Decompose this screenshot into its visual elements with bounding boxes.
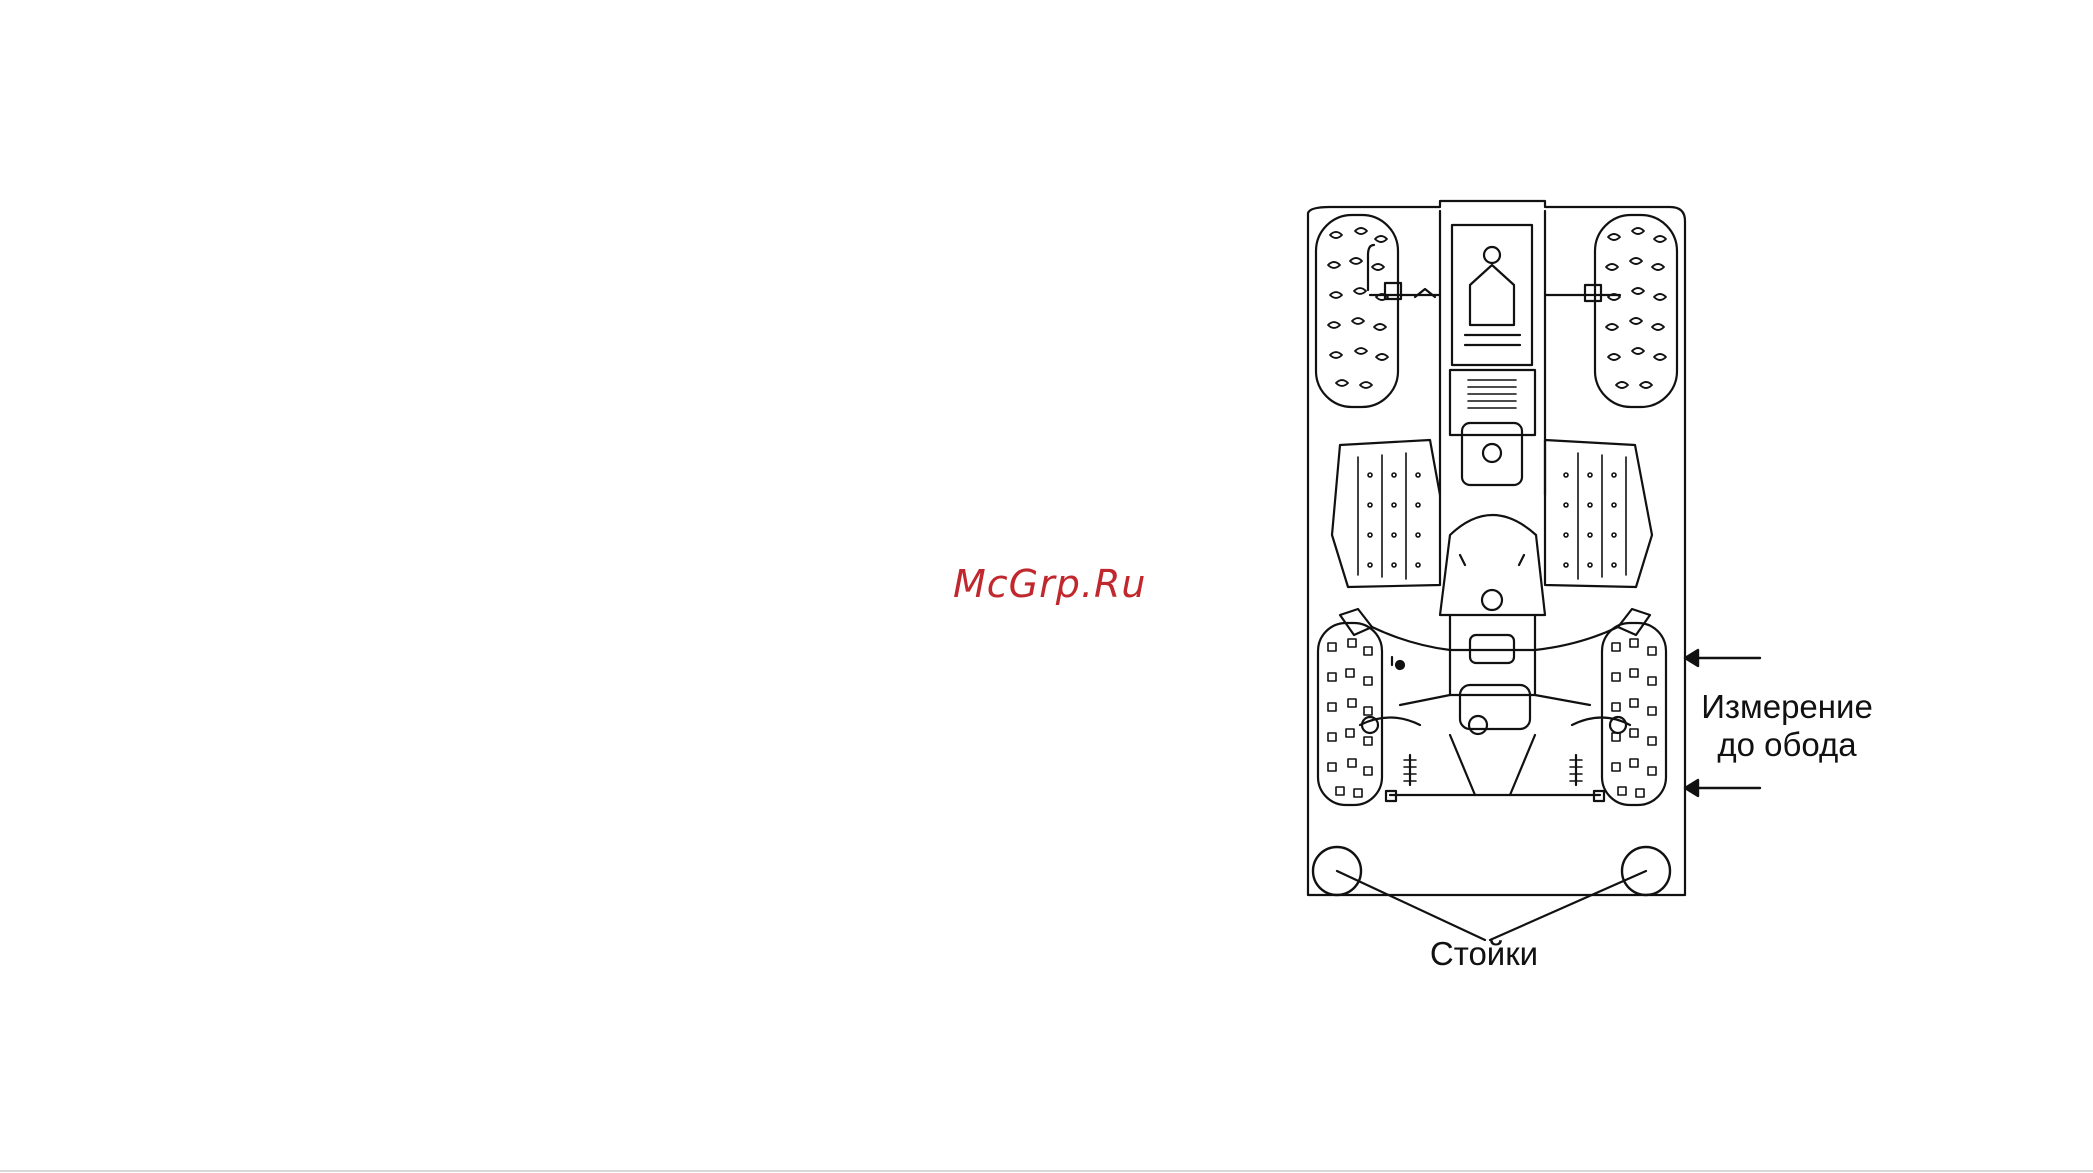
atv-top-view-diagram	[1300, 195, 1800, 975]
front-right-tire-icon	[1595, 215, 1677, 407]
measure-label-line1: Измерение	[1692, 688, 1882, 726]
front-left-tire-icon	[1316, 215, 1398, 407]
watermark: McGrp.Ru	[953, 562, 1146, 606]
post-leader-lines	[1337, 871, 1646, 940]
post-circle-icon	[1313, 847, 1670, 895]
posts-label: Стойки	[1424, 935, 1544, 973]
seat-icon	[1440, 515, 1545, 615]
rear-right-tire-icon	[1602, 623, 1666, 805]
right-footboard-icon	[1545, 440, 1652, 587]
rear-left-tire-icon	[1318, 623, 1382, 805]
divider	[0, 1170, 2093, 1172]
left-footboard-icon	[1332, 440, 1440, 587]
measure-label: Измерение до обода	[1692, 688, 1882, 764]
handlebar-icon	[1340, 609, 1650, 801]
frame-outline-icon	[1308, 201, 1685, 895]
measure-label-line2: до обода	[1692, 726, 1882, 764]
